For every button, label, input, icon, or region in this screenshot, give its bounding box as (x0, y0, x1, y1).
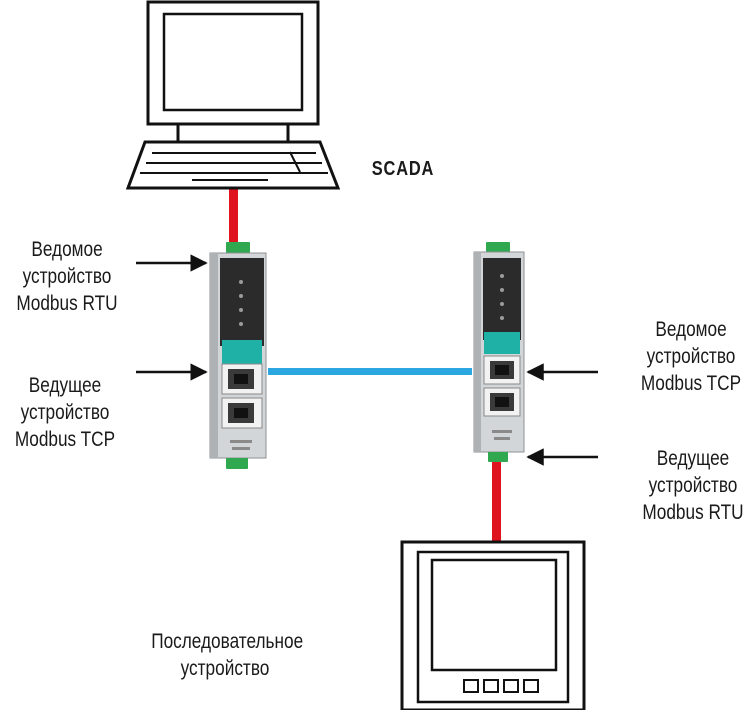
terminal-block-bottom (226, 458, 248, 469)
computer-icon (146, 0, 320, 144)
serial-panel-device-icon (400, 540, 586, 710)
module-brand-label (222, 340, 262, 364)
module-front-panel (483, 258, 521, 340)
serial-device-label: Последовательное устройство (151, 630, 304, 680)
terminal-block-top (486, 242, 510, 254)
ethernet-link-gateways (268, 368, 472, 375)
gateway-module-right (473, 242, 525, 462)
keyboard-icon (125, 140, 341, 190)
terminal-block-top (226, 242, 250, 255)
scada-label: SCADA (371, 158, 435, 180)
serial-link-scada-to-gateway (229, 187, 238, 249)
module-front-panel (220, 258, 264, 346)
left-bottom-label: Ведущее устройство Modbus TCP (14, 374, 116, 451)
right-bottom-label: Ведущее устройство Modbus RTU (642, 447, 744, 524)
serial-link-gateway-to-device (492, 460, 501, 542)
right-top-label: Ведомое устройство Modbus TCP (640, 318, 742, 395)
left-top-label: Ведомое устройство Modbus RTU (16, 238, 118, 315)
terminal-block-bottom (488, 452, 508, 462)
gateway-module-left (209, 242, 267, 469)
module-brand-label (484, 332, 520, 354)
